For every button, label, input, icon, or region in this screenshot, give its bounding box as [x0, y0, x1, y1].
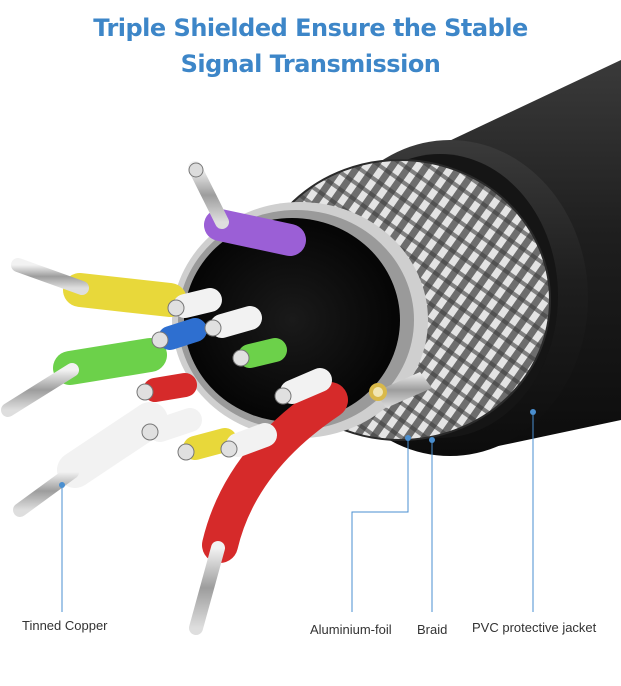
- leader-pvc-jacket: [530, 409, 536, 612]
- label-tinned-copper: Tinned Copper: [22, 618, 108, 633]
- inner-pair-blue: [151, 318, 207, 350]
- leader-tinned-copper: [59, 482, 65, 612]
- leader-braid: [429, 437, 435, 612]
- inner-pair-yellow: [177, 428, 237, 461]
- inner-pair-white-4: [274, 368, 332, 405]
- leader-lines: [59, 409, 536, 612]
- wire-yellow: [11, 258, 187, 317]
- label-braid: Braid: [417, 622, 448, 637]
- drain-wire: [369, 372, 432, 408]
- wires: [1, 161, 348, 635]
- inner-pair-white-2: [204, 306, 262, 338]
- leader-aluminium-foil: [351, 435, 411, 612]
- aluminium-foil-layer: [172, 202, 428, 438]
- label-pvc-jacket: PVC protective jacket: [472, 620, 597, 635]
- label-aluminium-foil: Aluminium-foil: [310, 622, 392, 637]
- wire-red: [189, 382, 348, 635]
- inner-pair-white-3: [141, 408, 202, 442]
- inner-pair-red: [136, 373, 197, 402]
- page-title-line-2: Signal Transmission: [180, 50, 441, 78]
- wire-white: [13, 402, 168, 517]
- inner-pair-green: [232, 338, 287, 368]
- inner-pair-white-5: [220, 423, 277, 458]
- wire-green: [1, 338, 167, 417]
- inner-pair-white-1: [167, 288, 222, 318]
- wire-purple: [188, 161, 306, 256]
- page-title-line-1: Triple Shielded Ensure the Stable: [93, 14, 528, 42]
